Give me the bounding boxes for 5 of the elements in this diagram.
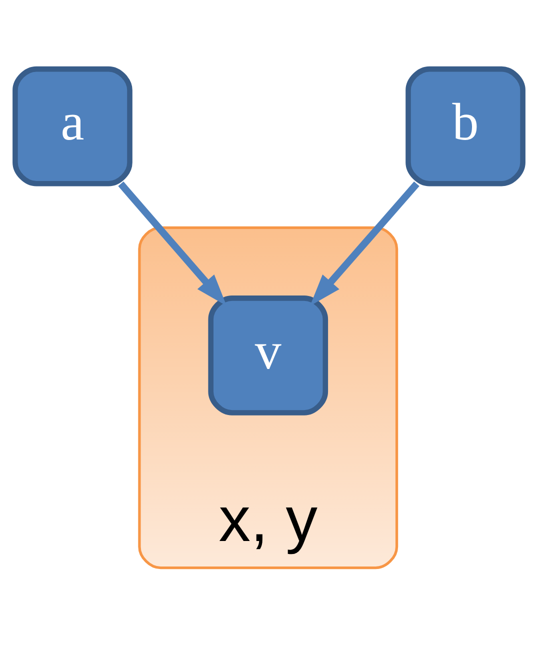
node-box: b: [406, 66, 526, 186]
node-box: a: [12, 66, 132, 186]
node-box: v: [208, 295, 328, 415]
arrow: [310, 181, 420, 306]
arrow: [118, 181, 227, 306]
